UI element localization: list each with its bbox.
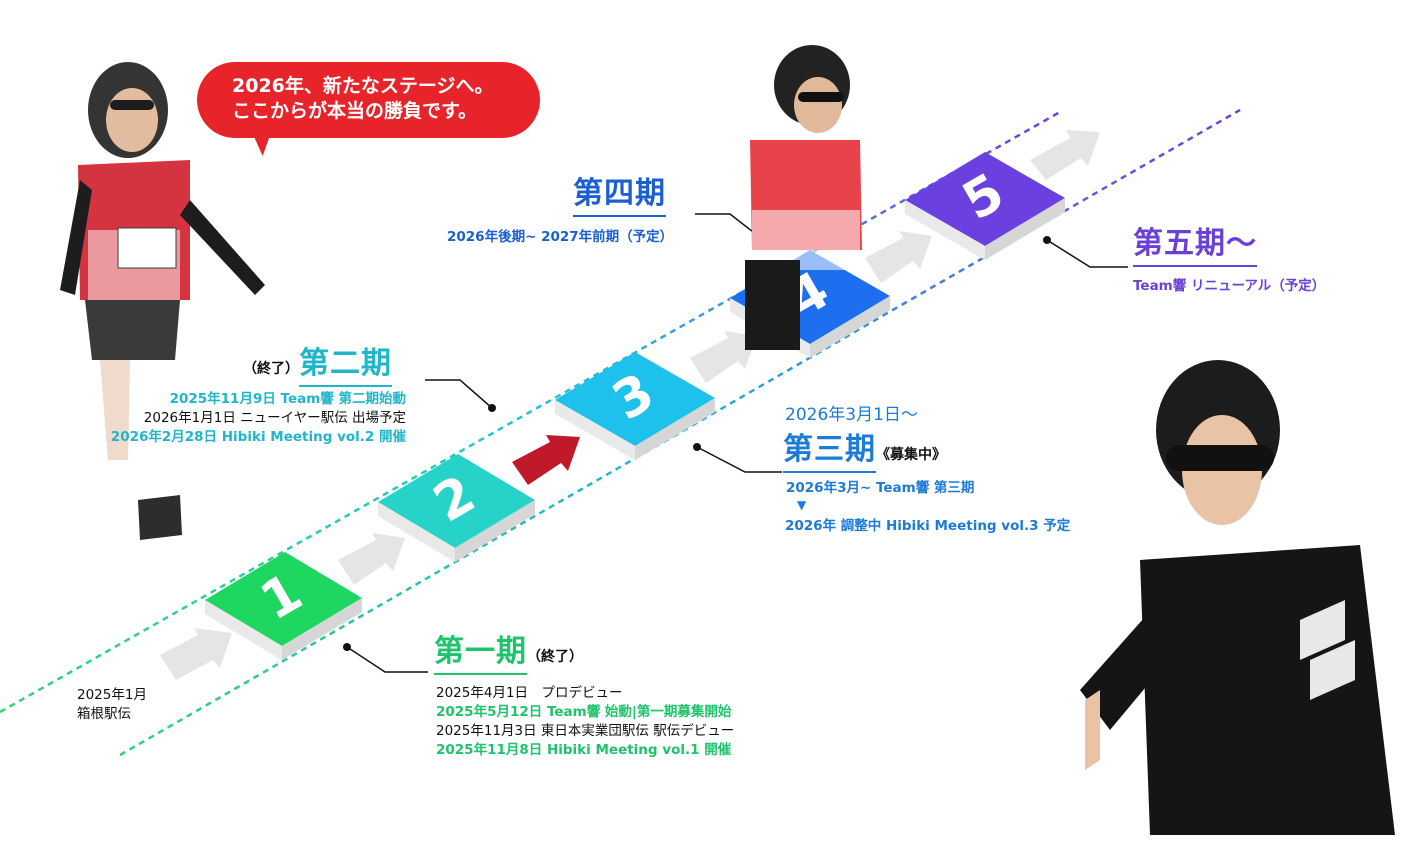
phase4-period: 2026年後期~ 2027年前期（予定） [447, 229, 674, 245]
speech-bubble: 2026年、新たなステージへ。 ここからが本当の勝負です。 [197, 62, 540, 138]
phase2-events: 2025年11月9日 Team響 第二期始動 2026年1月1日 ニューイヤー駅… [100, 390, 406, 447]
leader-phase5 [1046, 239, 1128, 268]
phase1-title: 第一期 [434, 634, 527, 675]
phase4-heading: 第四期 [573, 168, 666, 217]
road-edge-upper [0, 110, 1061, 714]
phase1-event: 2025年11月3日 東日本実業団駅伝 駅伝デビュー [436, 723, 735, 739]
phase3-title: 第三期 [783, 432, 876, 473]
phase3-event1: 2026年3月~ Team響 第三期 [786, 480, 975, 496]
start-label: 2025年1月 箱根駅伝 [77, 686, 147, 724]
phase5-heading: 第五期〜 [1133, 218, 1257, 267]
phase2-heading: （終了）第二期 [243, 338, 392, 387]
phase3-event2: 2026年 調整中 Hibiki Meeting vol.3 予定 [785, 518, 1071, 534]
speech-bubble-line1: 2026年、新たなステージへ。 [232, 75, 494, 97]
start-date: 2025年1月 [77, 687, 147, 703]
phase3-arrow: ▼ [797, 498, 807, 512]
phase2-title: 第二期 [299, 346, 392, 387]
arrow-4-5 [865, 231, 932, 283]
phase3-heading: 第三期《募集中》 [783, 424, 946, 473]
step-tile-3: 3 [555, 352, 715, 460]
speech-bubble-line2: ここからが本当の勝負です。 [232, 100, 478, 122]
phase4-title: 第四期 [573, 176, 666, 217]
step-tile-1: 1 [205, 552, 362, 660]
phase2-event: 2026年2月28日 Hibiki Meeting vol.2 開催 [110, 429, 406, 445]
arrow-current [512, 435, 580, 485]
leader-lines [346, 213, 1128, 673]
phase3-date: 2026年3月1日〜 [785, 405, 918, 425]
runner-photo-middle [745, 45, 862, 350]
phase5-title: 第五期〜 [1133, 226, 1257, 267]
arrow-start [160, 628, 232, 680]
progress-arrows [160, 130, 1100, 680]
phase1-event: 2025年11月8日 Hibiki Meeting vol.1 開催 [436, 742, 732, 758]
arrow-end [1030, 130, 1100, 180]
phase5-note: Team響 リニューアル（予定） [1133, 278, 1326, 294]
phase3-status: 《募集中》 [876, 447, 946, 463]
leader-phase1 [346, 646, 428, 673]
phase2-status: （終了） [243, 361, 299, 377]
runner-photo-right [1080, 360, 1395, 835]
step-tile-5: 5 [905, 152, 1065, 260]
phase2-event: 2025年11月9日 Team響 第二期始動 [169, 391, 406, 407]
arrow-1-2 [338, 533, 405, 585]
arrow-3-4 [690, 331, 757, 383]
phase1-heading: 第一期（終了） [434, 626, 583, 675]
step-tile-2: 2 [378, 454, 535, 562]
leader-phase3 [696, 446, 782, 473]
phase2-event: 2026年1月1日 ニューイヤー駅伝 出場予定 [143, 410, 406, 426]
phase1-status: （終了） [527, 649, 583, 665]
phase1-event: 2025年5月12日 Team響 始動|第一期募集開始 [436, 704, 732, 720]
start-event: 箱根駅伝 [77, 706, 131, 722]
leader-phase2 [425, 379, 493, 409]
phase1-events: 2025年4月1日 プロデビュー 2025年5月12日 Team響 始動|第一期… [436, 684, 734, 760]
runner-photo-left [60, 62, 265, 540]
phase1-event: 2025年4月1日 プロデビュー [436, 685, 623, 701]
